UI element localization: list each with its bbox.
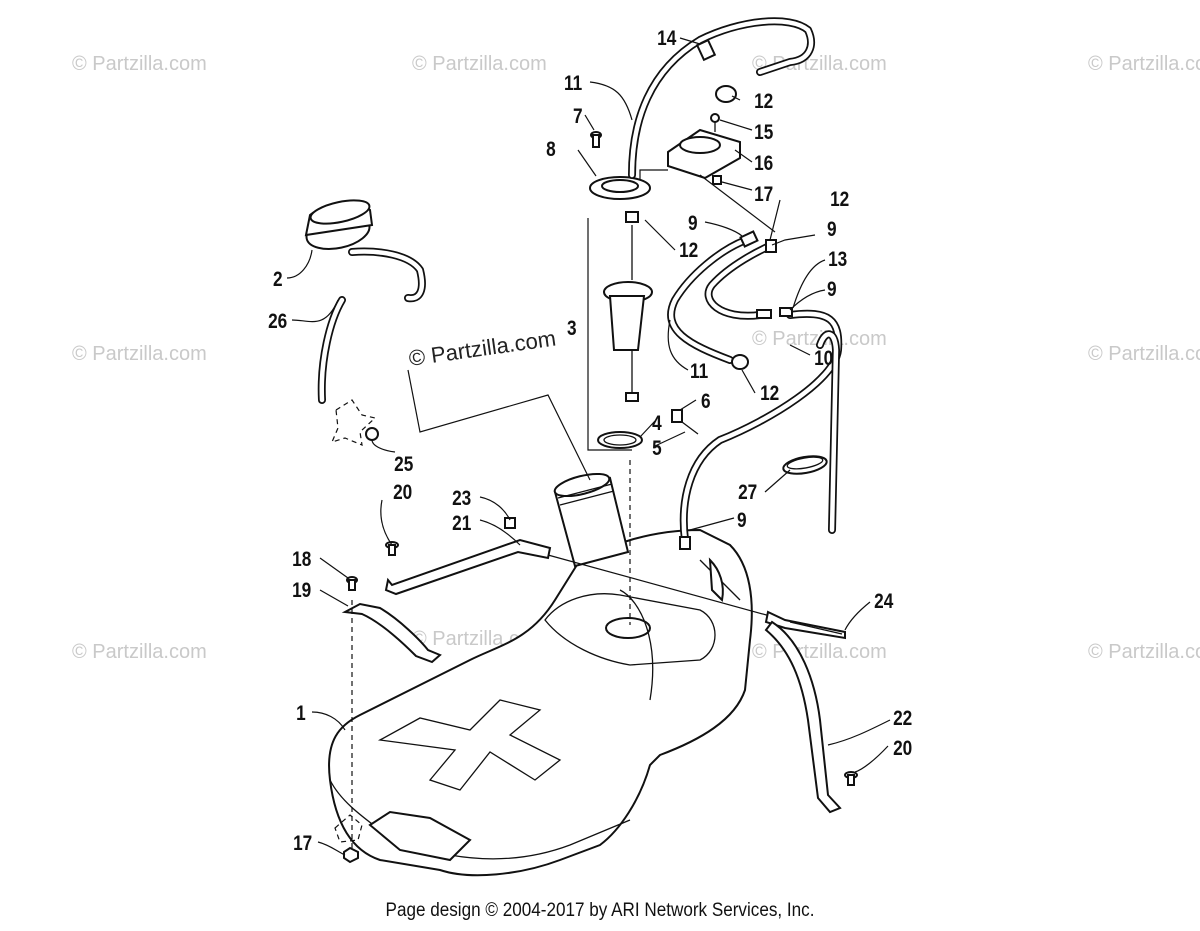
callout-4: 4 [652,413,662,436]
hose-clamp [695,38,717,62]
bracket-line [587,218,632,451]
callout-2: 2 [273,269,283,292]
watermark: © Partzilla.com [412,53,547,75]
watermark: © Partzilla.com [752,641,887,663]
fuel-cap [304,199,374,251]
callout-20: 20 [893,738,912,761]
hose-cap [715,85,737,103]
nut-17-bottom [343,846,359,864]
callout-3: 3 [567,318,577,341]
bolt-18 [346,576,358,591]
callout-9: 9 [737,510,747,533]
callout-9: 9 [688,213,698,236]
fuel-sender [603,211,653,402]
retainer-ring [589,176,651,200]
watermark: © Partzilla.com [1088,53,1200,75]
callout-17: 17 [293,833,312,856]
page-footer: Page design © 2004-2017 by ARI Network S… [385,900,815,921]
callout-16: 16 [754,153,773,176]
vent-hose [628,17,815,179]
watermark-center: © Partzilla.com [407,326,557,371]
strap-clamp [782,455,828,475]
callout-labels: 14 11 12 7 15 8 16 17 12 9 12 9 2 13 9 2… [268,28,912,856]
callout-19: 19 [292,580,311,603]
cap-tether [317,247,426,404]
fuel-hose-network [667,230,843,550]
watermark: © Partzilla.com [72,641,207,663]
callout-9: 9 [827,279,837,302]
callout-12: 12 [679,240,698,263]
callout-24: 24 [874,591,893,614]
callout-27: 27 [738,482,757,505]
fuel-tank [328,528,753,877]
watermark: © Partzilla.com [72,53,207,75]
watermark-layer: © Partzilla.com © Partzilla.com © Partzi… [72,53,1200,663]
watermark: © Partzilla.com [1088,343,1200,365]
callout-6: 6 [701,391,711,414]
filler-neck [553,472,630,568]
callout-18: 18 [292,549,311,572]
callout-5: 5 [652,438,662,461]
callout-17: 17 [754,184,773,207]
front-strap [341,602,442,664]
gasket [597,431,643,449]
grommet [330,399,379,446]
watermark: © Partzilla.com [752,53,887,75]
callout-12: 12 [830,189,849,212]
callout-8: 8 [546,139,556,162]
callout-9: 9 [827,219,837,242]
leader-line [639,169,668,180]
callout-25: 25 [394,454,413,477]
callout-20: 20 [393,482,412,505]
callout-10: 10 [814,348,833,371]
leader-line [407,369,591,481]
pressure-regulator [667,113,741,185]
screw [590,131,602,148]
callout-21: 21 [452,513,471,536]
watermark: © Partzilla.com [72,343,207,365]
bolt-20-bottom [844,771,858,786]
callout-22: 22 [893,708,912,731]
tank-strap-rod [384,517,846,640]
callout-13: 13 [828,249,847,272]
callout-7: 7 [573,106,583,129]
callout-14: 14 [657,28,676,51]
callout-23: 23 [452,488,471,511]
callout-26: 26 [268,311,287,334]
bolt [671,409,699,435]
leader-line [699,174,776,233]
callout-11: 11 [690,361,708,384]
callout-11: 11 [564,73,582,96]
callout-12: 12 [754,91,773,114]
callout-15: 15 [754,122,773,145]
watermark: © Partzilla.com [1088,641,1200,663]
callout-12: 12 [760,383,779,406]
tank-bracket [764,620,842,814]
callout-1: 1 [296,703,306,726]
callout-leaders [286,37,891,856]
